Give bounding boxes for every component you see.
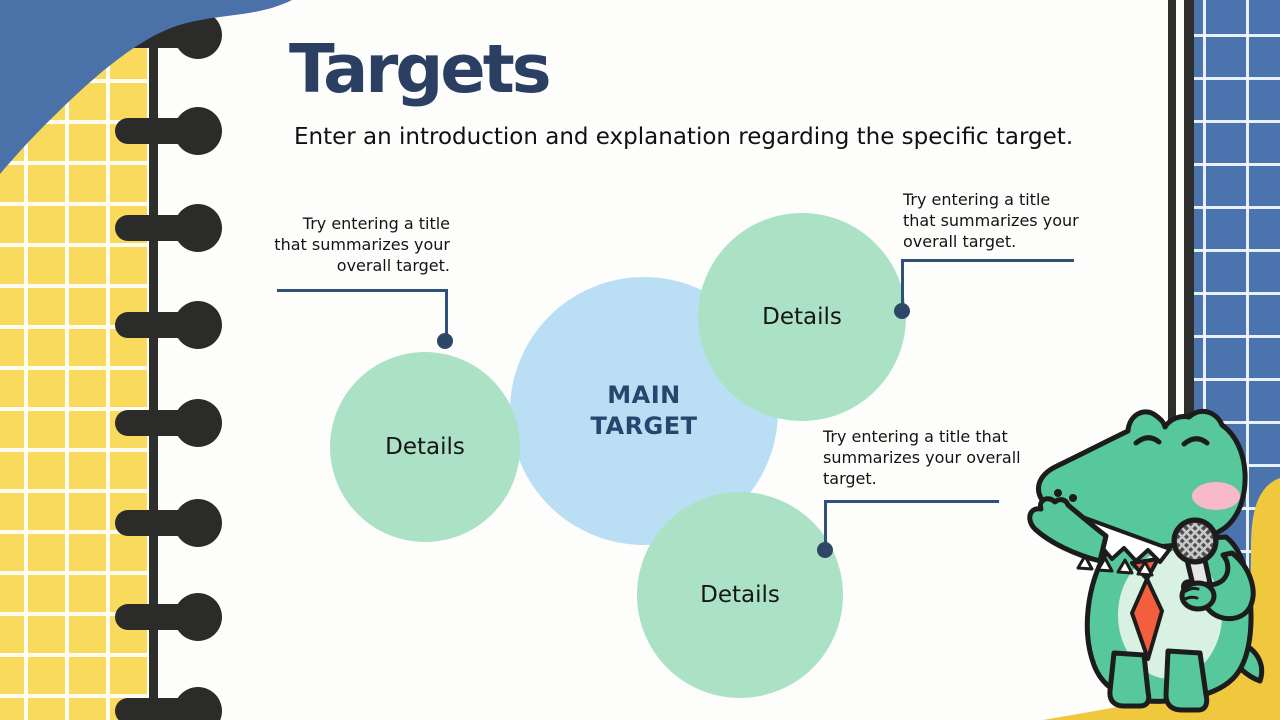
ring-knob (174, 499, 222, 547)
ring-knob (174, 301, 222, 349)
blue-corner-blob (0, 0, 292, 174)
callout-connector-middle-right (824, 500, 999, 550)
ring-knob (174, 204, 222, 252)
ring-knob (174, 687, 222, 720)
ring-knob (174, 593, 222, 641)
callout-connector-left (277, 289, 448, 342)
details-label: Details (762, 304, 842, 330)
notebook-left-edge (149, 0, 158, 720)
main-target-label: MAIN TARGET (590, 380, 698, 440)
page-title: Targets (289, 30, 552, 108)
notebook-right-inner-edge (1168, 0, 1176, 720)
callout-text-middle-right: Try entering a title that summarizes you… (823, 427, 1021, 488)
callout-dot-middle-right (817, 542, 833, 558)
yellow-corner-blob (1043, 478, 1280, 720)
callout-dot-top-right (894, 303, 910, 319)
details-circle-top-right: Details (698, 213, 906, 421)
notebook-right-outer-edge (1184, 0, 1194, 720)
callout-text-top-right: Try entering a title that summarizes you… (903, 190, 1079, 251)
details-label: Details (385, 434, 465, 460)
details-circle-bottom: Details (637, 492, 843, 698)
details-label: Details (700, 582, 780, 608)
ring-knob (174, 107, 222, 155)
callout-connector-top-right (901, 259, 1074, 310)
callout-dot-left (437, 333, 453, 349)
page-subtitle: Enter an introduction and explanation re… (294, 124, 1074, 150)
crocodile-with-microphone-icon (1027, 408, 1265, 713)
callout-text-left: Try entering a title that summarizes you… (274, 214, 450, 275)
crocodile-mascot (1012, 403, 1268, 715)
details-circle-left: Details (330, 352, 520, 542)
ring-knob (174, 399, 222, 447)
